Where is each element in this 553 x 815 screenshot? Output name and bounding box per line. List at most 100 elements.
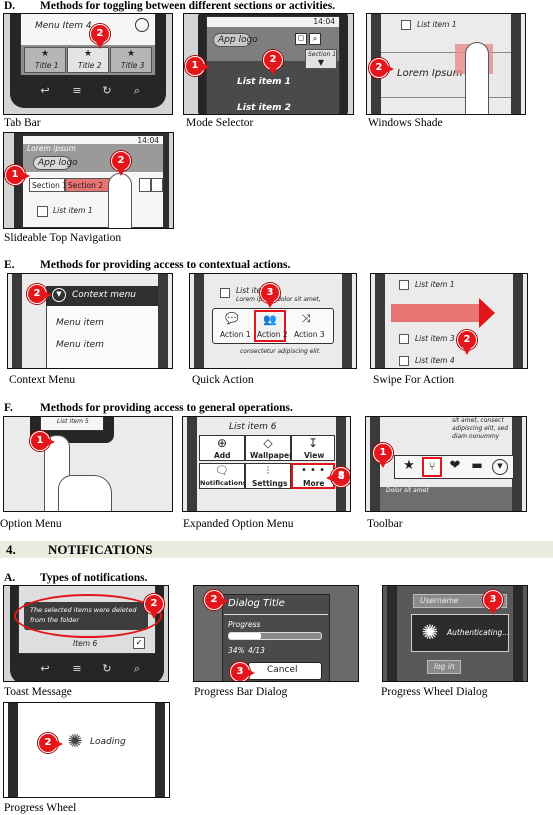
cancel-button-label: Cancel (267, 665, 298, 675)
notifications-option[interactable]: 🗨 Notifications (199, 463, 247, 489)
side-rail (511, 14, 521, 114)
app-logo[interactable]: App logo (33, 156, 78, 170)
marker-3: 3 (260, 283, 280, 308)
marker-3: 3 (230, 662, 255, 681)
caption-swipe-for-action: Swipe For Action (373, 374, 455, 386)
view-option[interactable]: ↧ View (291, 435, 335, 461)
caption-toolbar: Toolbar (367, 518, 403, 530)
tab-bar-illustration: Menu Item 4 ★ Title 1 ★ Title 2 ★ Title … (3, 13, 173, 115)
arrow-right-icon (479, 298, 495, 328)
tab-title-3[interactable]: ★ Title 3 (110, 47, 152, 73)
body-text: adipiscing elit, sed (452, 425, 509, 432)
chevron-down-icon[interactable]: ▼ (492, 459, 508, 475)
marker-1: 1 (373, 443, 393, 468)
window-icon[interactable]: ▢ (295, 33, 307, 45)
caption-expanded-option-menu: Expanded Option Menu (183, 518, 294, 530)
settings-option[interactable]: ⫶ Settings (245, 463, 291, 489)
marker-2: 2 (38, 733, 63, 753)
marker-2: 2 (457, 330, 477, 355)
option-label: More (303, 479, 325, 488)
section-d-heading: D.Methods for toggling between different… (4, 0, 335, 12)
list-item-text: List item 1 (236, 286, 276, 295)
progress-fill (229, 633, 261, 639)
side-rail (155, 703, 165, 797)
side-rail (375, 274, 385, 368)
list-item-checkbox (399, 356, 409, 366)
marker-2: 2 (204, 590, 229, 610)
finger-drawing (108, 173, 132, 228)
list-item-text: List item 1 (237, 77, 291, 87)
action-2-button[interactable]: 👥 Action 2 (254, 310, 288, 342)
side-rail (512, 417, 522, 511)
spinner-icon: ✺ (67, 731, 83, 752)
search-icon[interactable]: ⌕ (309, 33, 321, 45)
tab-label: Title 3 (121, 61, 145, 70)
share-icon[interactable]: ⑂ (422, 457, 442, 477)
section-f-heading: F.Methods for providing access to genera… (4, 402, 293, 414)
menu-icon: ≡ (72, 662, 82, 675)
wheel-dialog-box (411, 614, 509, 652)
side-rail (194, 274, 204, 368)
dialog-divider (224, 614, 328, 615)
list-item-text: List item 1 (417, 20, 457, 29)
section-letter: E. (4, 259, 15, 271)
dialog-title: Dialog Title (228, 598, 285, 609)
username-placeholder: Username (420, 596, 459, 605)
section-4-tab[interactable] (151, 178, 163, 192)
caption-slideable-top-nav: Slideable Top Navigation (4, 232, 122, 244)
context-menu-body (46, 306, 158, 368)
section-title: Methods for providing access to general … (40, 402, 293, 414)
section-dropdown-text: Section 1 (308, 51, 337, 58)
marker-1: 1 (5, 165, 30, 185)
section-a-heading: A.Types of notifications. (4, 572, 147, 584)
star-icon: ★ (40, 49, 50, 59)
log-in-button[interactable]: log in (427, 660, 461, 674)
chevron-down-icon: ▼ (52, 288, 66, 302)
swipe-for-action-illustration: List item 1 List item 3 List item 4 2 (370, 273, 528, 369)
speech-bubble-icon[interactable]: 💬 (225, 312, 239, 325)
action-label[interactable]: Action 3 (294, 330, 325, 339)
body-text: diam nonummy (452, 433, 500, 440)
option-menu-illustration: List item 5 1 (3, 416, 173, 512)
caption-progress-bar-dialog: Progress Bar Dialog (194, 686, 288, 698)
progress-count: 4/13 (248, 646, 265, 655)
side-rail (387, 586, 397, 681)
cancel-button[interactable]: Cancel (248, 662, 322, 680)
body-text: sit amet, consect (452, 417, 504, 424)
tab-title-2[interactable]: ★ Title 2 (67, 47, 109, 73)
side-rail (513, 586, 523, 681)
caption-tab-bar: Tab Bar (4, 117, 41, 129)
tab-title-1[interactable]: ★ Title 1 (24, 47, 66, 73)
section-e-heading: E.Methods for providing access to contex… (4, 259, 290, 271)
section-3-tab[interactable] (139, 178, 151, 192)
marker-2: 2 (144, 594, 164, 619)
section-dropdown[interactable]: Section 1 ▼ (305, 49, 337, 69)
heart-icon[interactable]: ❤ (449, 458, 461, 473)
finger-drawing (465, 42, 489, 114)
marker-2: 2 (369, 58, 394, 78)
marker-1: 1 (185, 56, 210, 76)
star-icon[interactable]: ★ (403, 458, 415, 473)
menu-item-text[interactable]: Menu item (56, 340, 104, 350)
section-1-tab[interactable]: Section 1 (29, 178, 67, 192)
windows-shade-illustration: List item 1 Lorem Ipsum 2 (366, 13, 526, 115)
add-option[interactable]: ⊕ Add (199, 435, 245, 461)
list-item-checkbox (401, 20, 411, 30)
list-item-text: List item 4 (415, 356, 455, 365)
share-icon[interactable]: ⤨ (301, 312, 311, 325)
action-label[interactable]: Action 1 (220, 330, 251, 339)
marker-1: 1 (30, 431, 55, 451)
menu-item-text[interactable]: Menu item (56, 318, 104, 328)
list-item-text: List item 6 (229, 422, 277, 432)
wallpaper-option[interactable]: ◇ Wallpaper (245, 435, 293, 461)
lorem-small-text: Lorem ipsum (27, 144, 76, 153)
list-item-text: List item 1 (415, 280, 455, 289)
status-bar (207, 17, 339, 27)
list-item-checkbox (37, 206, 48, 217)
context-menu-illustration: ▼ Context menu Menu item Menu item 2 (7, 273, 173, 369)
app-logo[interactable]: App logo (213, 33, 258, 47)
speech-bubble-icon[interactable]: ▬ (471, 458, 483, 472)
app-logo-text: App logo (38, 158, 78, 168)
side-rail (370, 417, 380, 511)
lorem-text: Lorem ipsum dolor sit amet, (236, 296, 321, 303)
